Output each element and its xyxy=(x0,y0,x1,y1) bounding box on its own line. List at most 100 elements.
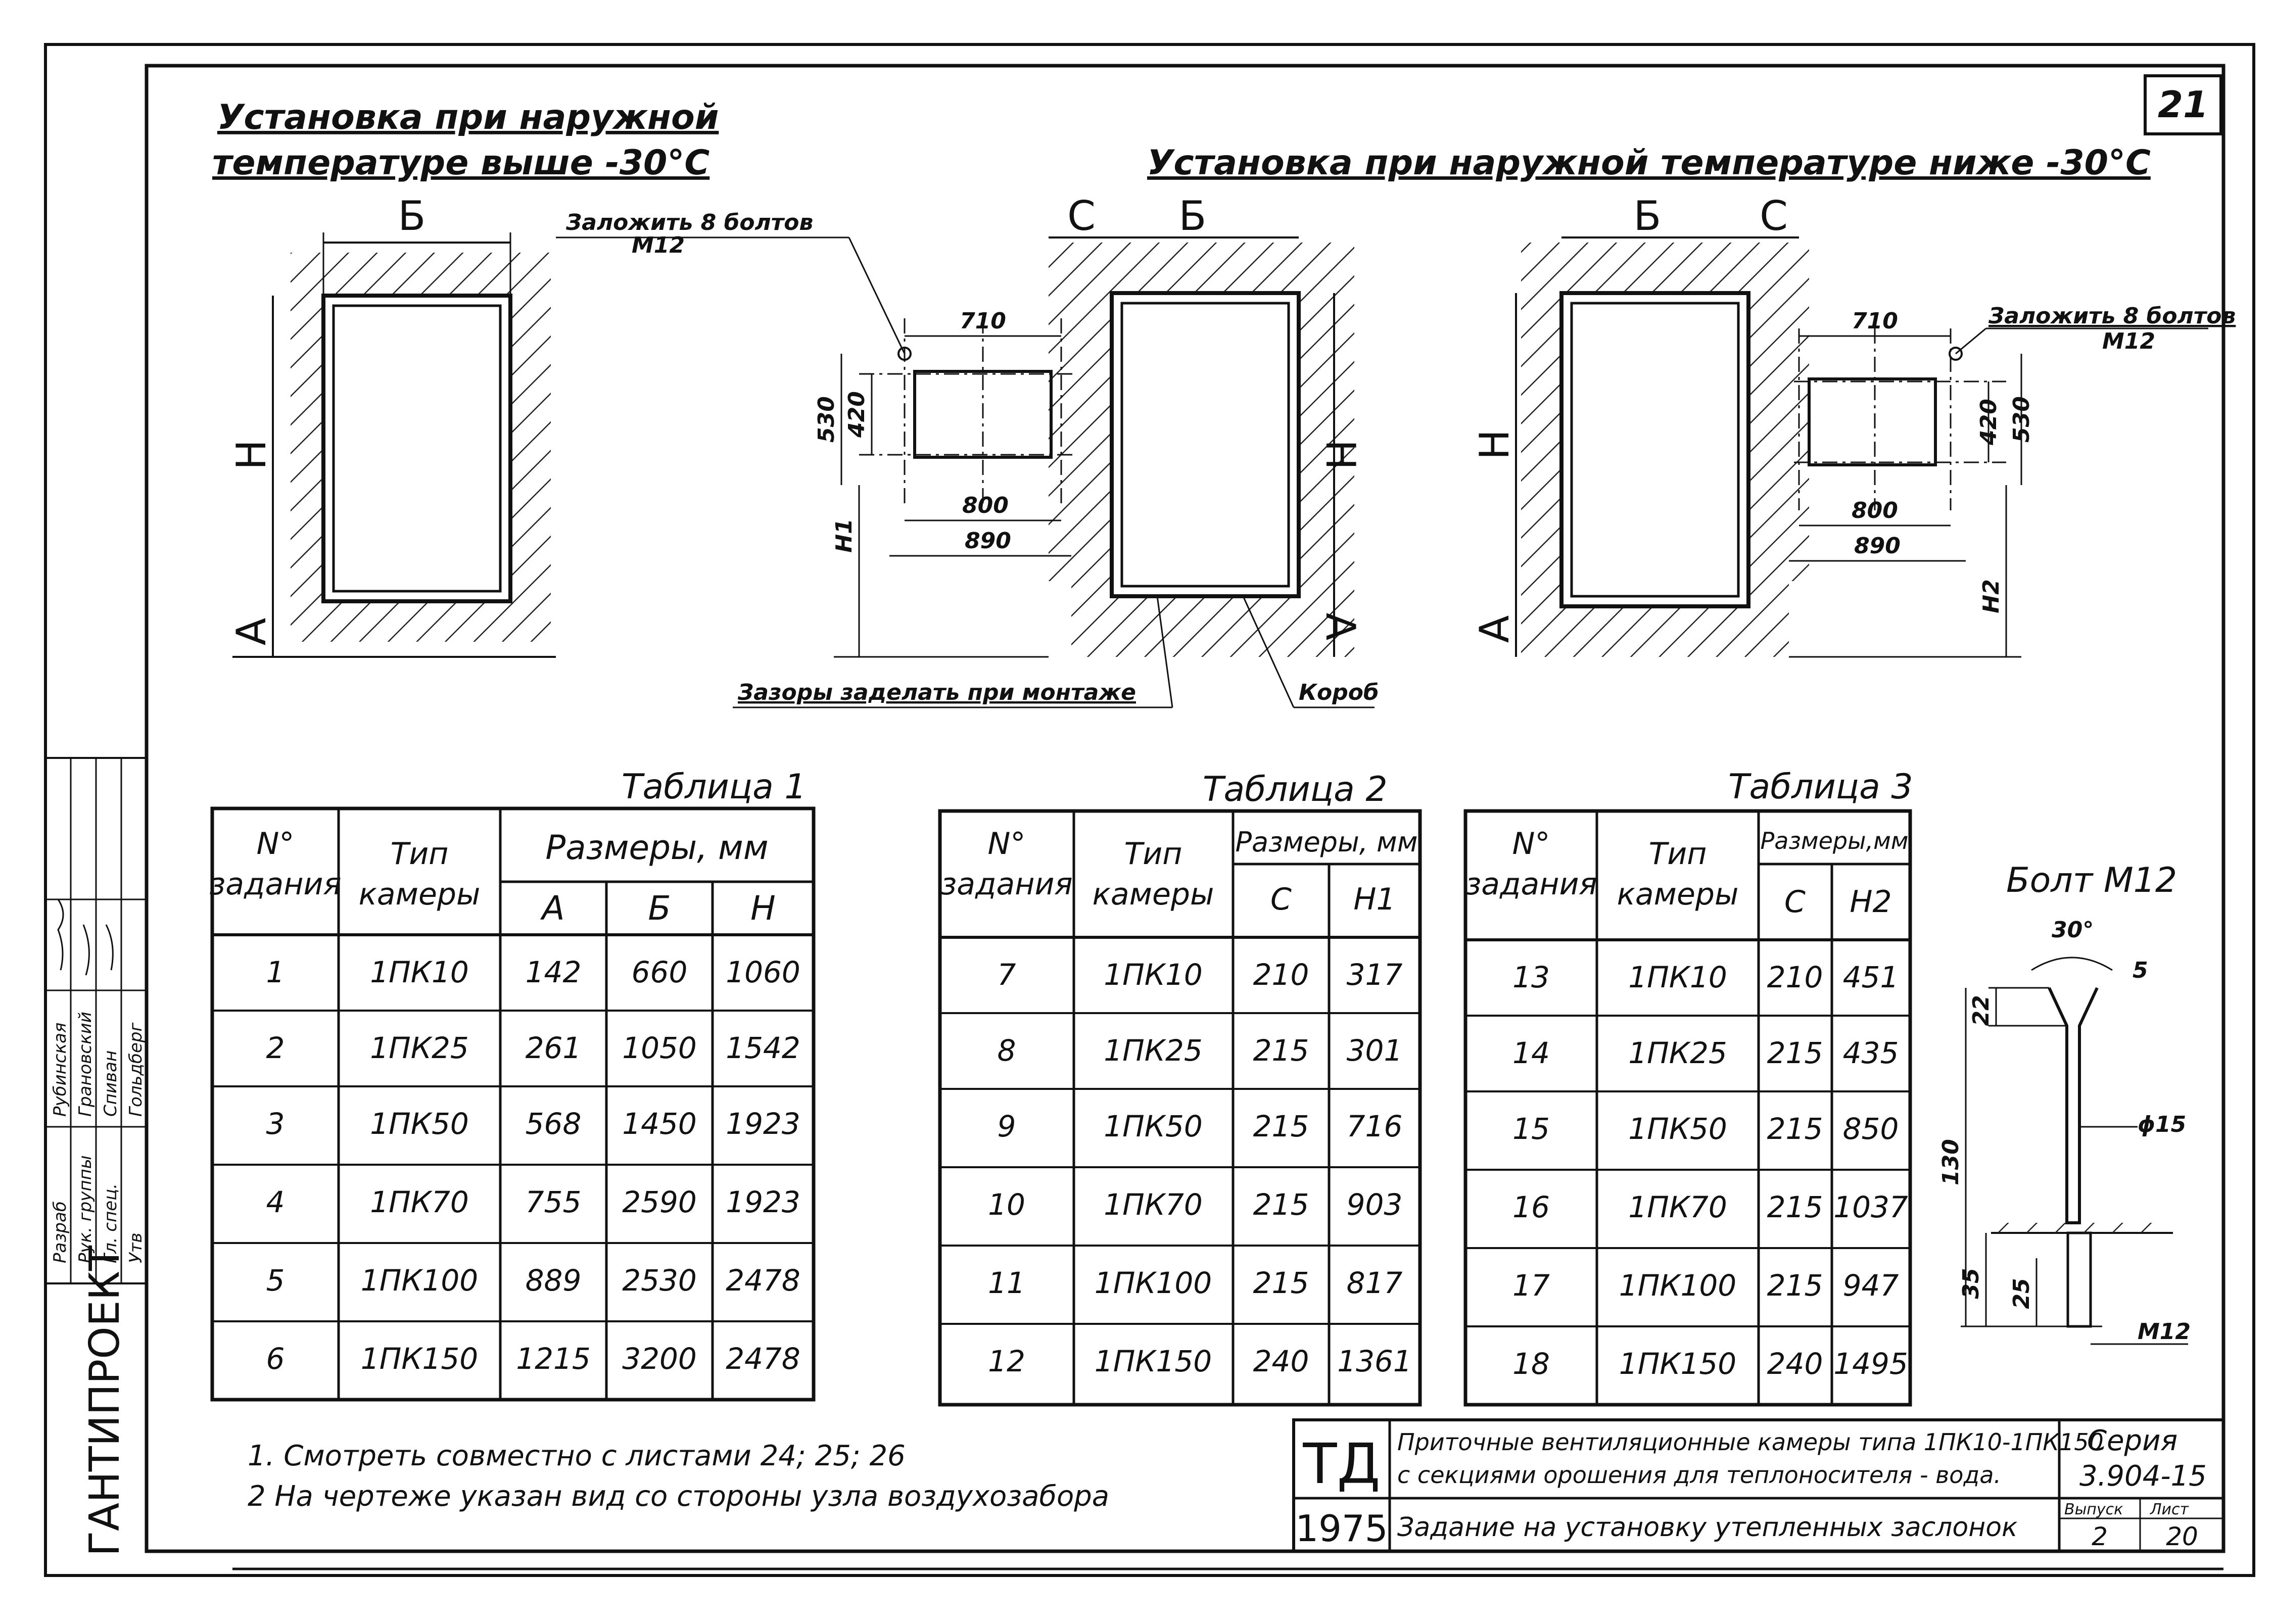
table-cell: 1ПК100 xyxy=(361,1263,478,1298)
svg-text:Гл. спец.: Гл. спец. xyxy=(101,1183,121,1263)
table-3-title: Таблица 3 xyxy=(1728,767,1913,807)
svg-text:задания: задания xyxy=(1465,867,1597,902)
svg-text:N°: N° xyxy=(257,826,295,862)
table-cell: 142 xyxy=(526,955,582,989)
label-bolts-right: Заложить 8 болтов xyxy=(1988,303,2236,329)
table-cell: 1542 xyxy=(726,1031,800,1065)
table-cell: 1060 xyxy=(726,955,800,989)
table-cell: 261 xyxy=(526,1031,582,1065)
right-dim-800: 800 xyxy=(1852,498,1898,523)
table-cell: 215 xyxy=(1253,1187,1309,1222)
note-2: 2 На чертеже указан вид со стороны узла … xyxy=(248,1480,1109,1513)
label-m12-right: М12 xyxy=(2102,328,2155,354)
table-cell: 1495 xyxy=(1833,1347,1908,1381)
left-wall-hatch xyxy=(291,253,551,642)
table-cell: 8 xyxy=(998,1033,1016,1068)
right-dim-890: 890 xyxy=(1854,533,1901,559)
table-cell: 1ПК25 xyxy=(1628,1036,1727,1070)
table-cell: 1ПК150 xyxy=(1619,1347,1736,1381)
title-block: ТД 1975 Приточные вентиляционные камеры … xyxy=(1292,1418,2225,1553)
label-box: Короб xyxy=(1299,680,1379,705)
note-1: 1. Смотреть совместно с листами 24; 25; … xyxy=(248,1440,906,1472)
right-damper xyxy=(1808,377,1937,466)
table-cell: 18 xyxy=(1512,1347,1550,1381)
table-cell: 301 xyxy=(1347,1033,1403,1068)
middle-opening xyxy=(1110,291,1301,598)
table-cell: 1ПК150 xyxy=(1095,1344,1212,1378)
right-dim-h2: Н2 xyxy=(1978,579,2004,613)
table-cell: 210 xyxy=(1253,958,1309,992)
svg-text:Н: Н xyxy=(750,889,776,928)
svg-text:А: А xyxy=(540,889,564,928)
tb-year: 1975 xyxy=(1295,1507,1388,1550)
table-cell: 1361 xyxy=(1337,1344,1412,1378)
right-dim-c: С xyxy=(1760,193,1788,240)
table-cell: 451 xyxy=(1843,960,1899,994)
bolt-detail: Болт М12 22 130 35 25 30° 5 ϕ15 М12 xyxy=(1938,861,2191,1345)
table-cell: 6 xyxy=(266,1342,285,1376)
table-cell: 1ПК10 xyxy=(1104,958,1203,992)
table-cell: 889 xyxy=(526,1263,582,1298)
table-cell: 9 xyxy=(998,1109,1016,1143)
svg-text:С: С xyxy=(1270,882,1292,917)
table-2-title: Таблица 2 xyxy=(1203,770,1388,809)
right-opening xyxy=(1559,291,1750,608)
tb-td: ТД xyxy=(1302,1431,1380,1496)
tb-desc-2: с секциями орошения для теплоносителя - … xyxy=(1397,1461,2001,1489)
tb-sheet: 20 xyxy=(2166,1522,2198,1551)
table-1-title: Таблица 1 xyxy=(622,767,807,807)
mid-bolt-mark xyxy=(897,347,912,361)
table-cell: 2478 xyxy=(726,1263,800,1298)
svg-text:N°: N° xyxy=(988,826,1026,862)
mid-dim-530: 530 xyxy=(814,396,839,443)
sheet-number: 21 xyxy=(2158,83,2208,126)
svg-text:ϕ15: ϕ15 xyxy=(2138,1112,2186,1137)
svg-text:130: 130 xyxy=(1938,1139,1964,1185)
svg-text:Размеры, мм: Размеры, мм xyxy=(545,828,768,867)
table-cell: 1ПК25 xyxy=(1104,1033,1203,1068)
right-dim-710: 710 xyxy=(1852,308,1898,334)
tb-desc-1: Приточные вентиляционные камеры типа 1ПК… xyxy=(1397,1428,2104,1456)
table-cell: 1ПК10 xyxy=(1628,960,1727,994)
table-cell: 215 xyxy=(1767,1268,1823,1303)
table-cell: 14 xyxy=(1512,1036,1550,1070)
svg-text:камеры: камеры xyxy=(1093,877,1214,912)
left-dim-h: Н xyxy=(228,440,275,470)
label-m12-mid: М12 xyxy=(632,232,685,258)
right-wall-hatch xyxy=(1521,243,1809,657)
table-cell: 660 xyxy=(632,955,688,989)
left-dim-a: А xyxy=(228,617,275,645)
svg-text:Разраб: Разраб xyxy=(50,1201,70,1263)
svg-text:25: 25 xyxy=(2009,1278,2034,1309)
table-cell: 716 xyxy=(1347,1109,1403,1143)
svg-text:Н2: Н2 xyxy=(1850,884,1891,920)
label-bolts-mid: Заложить 8 болтов xyxy=(565,210,813,235)
table-cell: 7 xyxy=(998,958,1016,992)
table-cell: 240 xyxy=(1767,1347,1823,1381)
tb-issue-label: Выпуск xyxy=(2064,1501,2123,1518)
svg-text:Грановский: Грановский xyxy=(75,1012,96,1117)
table-cell: 1ПК70 xyxy=(1104,1187,1203,1222)
table-cell: 3200 xyxy=(622,1342,697,1376)
svg-text:камеры: камеры xyxy=(1617,877,1739,912)
left-title-2: температуре выше -30°С xyxy=(212,143,709,183)
table-cell: 215 xyxy=(1253,1266,1309,1300)
svg-text:Рубинская: Рубинская xyxy=(50,1023,70,1117)
table-cell: 1ПК70 xyxy=(370,1185,469,1219)
tb-series-label: Серия xyxy=(2087,1424,2177,1457)
svg-text:Гольдберг: Гольдберг xyxy=(126,1022,146,1117)
table-cell: 1ПК50 xyxy=(370,1107,469,1141)
left-opening xyxy=(321,294,512,603)
tb-issue: 2 xyxy=(2092,1522,2108,1551)
svg-text:Тип: Тип xyxy=(1649,836,1707,872)
table-cell: 11 xyxy=(988,1266,1025,1300)
approval-stamp: Разраб Рук. группы Гл. спец. Утв Рубинск… xyxy=(44,757,148,1556)
left-dim-b: Б xyxy=(398,193,426,240)
table-cell: 1050 xyxy=(622,1031,697,1065)
table-cell: 903 xyxy=(1347,1187,1403,1222)
table-cell: 2 xyxy=(266,1031,285,1065)
svg-text:5: 5 xyxy=(2133,958,2148,983)
table-cell: 4 xyxy=(266,1185,285,1219)
svg-text:Размеры, мм: Размеры, мм xyxy=(1235,826,1417,858)
